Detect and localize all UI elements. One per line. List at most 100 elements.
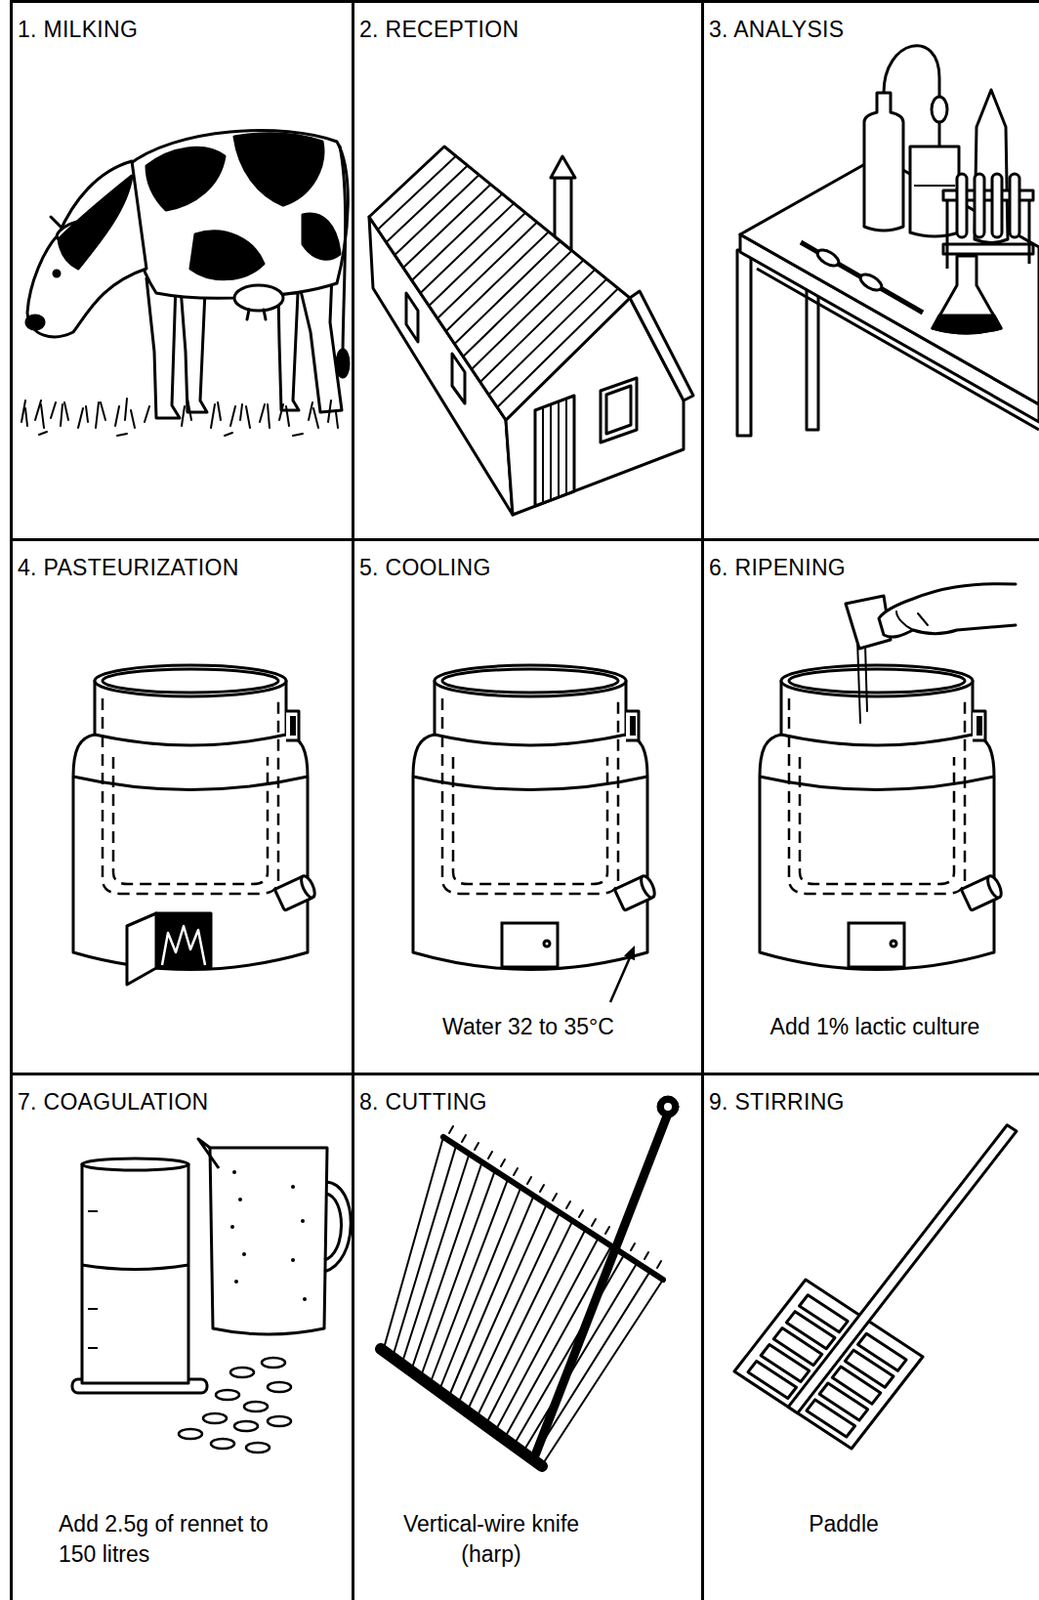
step-panel: 6. RIPENING Add 1% lactic culture <box>701 538 1039 1076</box>
cow-illustration <box>26 133 349 377</box>
house-illustration <box>369 146 694 515</box>
illustration <box>501 922 558 967</box>
rennet-illustration <box>267 1381 291 1392</box>
rennet-illustration <box>198 1138 219 1168</box>
step-caption: Water 32 to 35°C <box>381 1011 675 1042</box>
lab-illustration <box>974 173 985 238</box>
illustration <box>759 664 1004 970</box>
cow-illustration <box>234 133 324 206</box>
open-firebox <box>126 913 157 985</box>
step-heading: 2. RECEPTION <box>359 16 519 44</box>
rennet-illustration <box>203 1413 227 1423</box>
cow-illustration <box>126 130 349 299</box>
rennet-illustration <box>82 1158 189 1170</box>
leader-arrow <box>623 945 635 960</box>
rennet-illustration <box>230 1169 307 1301</box>
rennet-illustration <box>72 1138 351 1453</box>
rennet-illustration <box>238 1197 243 1202</box>
lab-illustration <box>943 244 1034 254</box>
cow-illustration <box>50 216 61 227</box>
lab-illustration <box>858 271 885 293</box>
cow-illustration <box>21 398 338 436</box>
step-panel: 9. STIRRINGPaddle <box>701 1072 1039 1600</box>
cow-illustration <box>302 213 340 259</box>
harp-illustration <box>449 1125 662 1268</box>
rennet-illustration <box>234 1420 258 1431</box>
paddle-illustration <box>734 1088 1039 1449</box>
harp-illustration <box>382 1136 664 1468</box>
lab-illustration <box>956 173 967 238</box>
step-panel: 2. RECEPTION <box>351 0 705 541</box>
open-firebox <box>156 913 211 968</box>
harp-illustration <box>664 1102 672 1111</box>
rennet-illustration <box>234 1279 239 1284</box>
cow-illustration <box>146 147 225 210</box>
rennet-illustration <box>215 1389 240 1400</box>
step-heading: 4. PASTEURIZATION <box>17 554 240 582</box>
lab-illustration <box>992 173 1002 238</box>
step-caption: Add 2.5g of rennet to 150 litres <box>58 1508 303 1570</box>
cow-illustration <box>336 349 349 377</box>
house-illustration <box>377 156 619 408</box>
harp-illustration <box>657 1095 679 1118</box>
lab-illustration <box>974 89 1008 244</box>
rennet-illustration <box>246 1442 270 1453</box>
step-heading: 8. CUTTING <box>359 1088 488 1117</box>
lab-illustration <box>737 249 751 436</box>
harp-illustration <box>380 1348 542 1466</box>
step-heading: 6. RIPENING <box>708 554 846 582</box>
cow-illustration <box>278 292 299 411</box>
step-heading: 9. STIRRING <box>708 1088 845 1117</box>
house-illustration <box>542 398 567 503</box>
lab-illustration <box>1009 173 1020 238</box>
open-firebox <box>126 913 211 985</box>
house-illustration <box>600 377 637 443</box>
open-firebox <box>162 925 206 965</box>
step-panel: 5. COOLINGWater 32 to 35°C <box>351 538 705 1076</box>
rennet-illustration <box>290 1184 295 1189</box>
rennet-illustration <box>178 1357 291 1453</box>
cow-illustration <box>27 130 348 418</box>
rennet-illustration <box>230 1367 254 1377</box>
lab-illustration <box>806 288 819 430</box>
rennet-illustration <box>242 1251 247 1256</box>
lab-illustration <box>864 92 904 231</box>
step-panel: 1. MILKING <box>9 0 355 541</box>
house-illustration <box>550 156 576 178</box>
house-illustration <box>452 353 465 404</box>
house-illustration <box>535 395 575 506</box>
rennet-illustration <box>302 1296 307 1301</box>
step-heading: 1. MILKING <box>17 16 138 44</box>
step-panel: 3. ANALYSIS <box>701 0 1039 541</box>
step-panel: 8. CUTTING Vertical-wire knife (harp) <box>351 1072 705 1600</box>
cow-illustration <box>180 288 208 413</box>
illustration <box>413 664 658 970</box>
paddle-illustration <box>788 1124 1017 1414</box>
step-panel: 7. COAGULATIONAdd 2.5g of rennet to 150 … <box>9 1072 355 1600</box>
step-caption: Add 1% lactic culture <box>718 1011 1032 1042</box>
pouring-hand <box>857 639 868 723</box>
house-illustration <box>406 292 418 342</box>
rennet-illustration <box>209 1147 328 1334</box>
harp-illustration <box>535 1113 668 1455</box>
step-panel: 4. PASTEURIZATION <box>9 538 355 1076</box>
rennet-illustration <box>82 1264 189 1270</box>
lab-illustration <box>815 247 842 269</box>
cow-illustration <box>27 161 147 337</box>
lab-illustration <box>737 45 1039 436</box>
lab-illustration <box>932 315 1001 333</box>
step-caption: Vertical-wire knife (harp) <box>383 1508 599 1570</box>
lab-illustration <box>800 242 923 313</box>
harp-illustration <box>380 1095 679 1468</box>
rennet-illustration <box>82 1163 189 1383</box>
cow-illustration <box>190 231 264 280</box>
illustration <box>848 922 905 967</box>
pouring-hand <box>878 583 1016 637</box>
pouring-hand <box>896 611 928 630</box>
cow-illustration <box>339 146 346 352</box>
cow-illustration <box>146 278 180 418</box>
illustration <box>73 664 318 970</box>
rennet-illustration <box>244 1401 268 1412</box>
